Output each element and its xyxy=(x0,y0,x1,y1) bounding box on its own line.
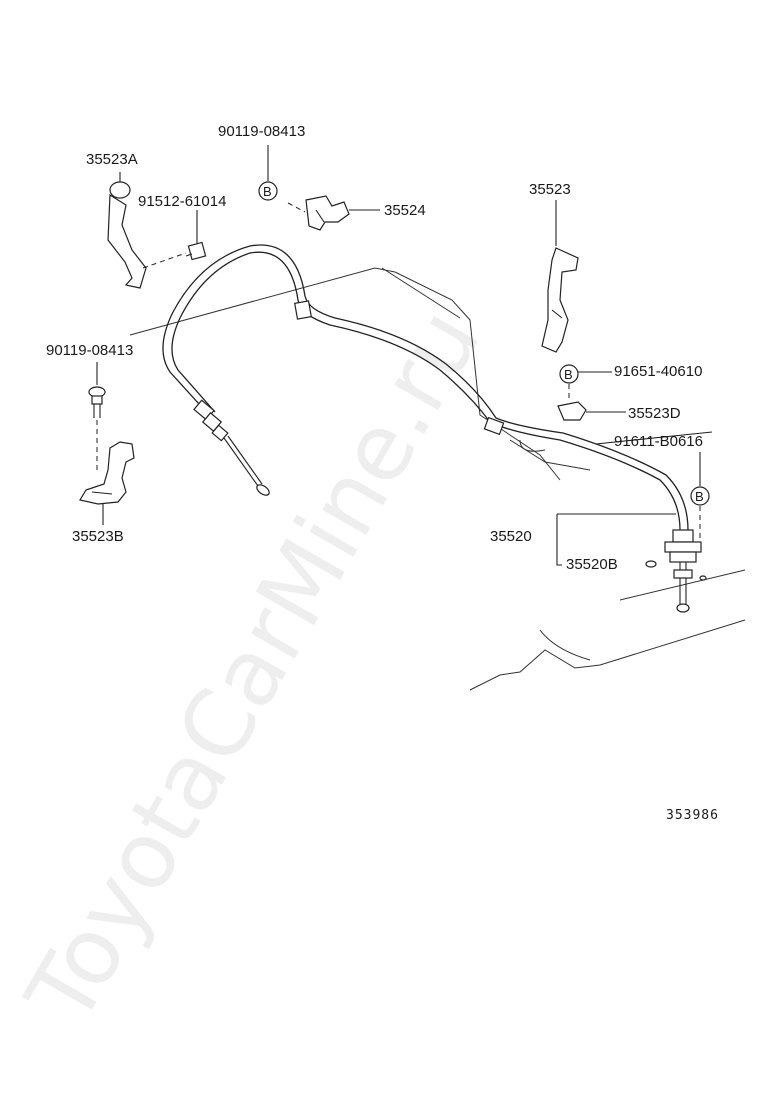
label-35520: 35520 xyxy=(490,528,532,545)
svg-text:B: B xyxy=(564,367,573,382)
label-90119-08413-left: 90119-08413 xyxy=(46,342,133,359)
svg-text:B: B xyxy=(695,489,704,504)
clip-35523d xyxy=(557,401,626,421)
leader-35520 xyxy=(556,513,676,566)
leader-b0616 xyxy=(595,431,713,445)
bracket-35523b xyxy=(79,441,135,505)
marker-b-top: B xyxy=(258,181,278,201)
figure-number: 353986 xyxy=(666,808,719,823)
bracket-35523 xyxy=(541,247,579,353)
watermark: ToyotaCarMine.ru xyxy=(6,291,501,1041)
clip-35520b xyxy=(645,560,657,568)
cable-assembly-35520 xyxy=(162,244,707,613)
label-91611-b0616: 91611-B0616 xyxy=(614,433,703,450)
marker-b-40610: B xyxy=(559,364,579,384)
svg-text:B: B xyxy=(263,184,272,199)
label-35520b: 35520B xyxy=(566,556,618,573)
vehicle-body-outline xyxy=(129,267,746,691)
label-90119-08413-top: 90119-08413 xyxy=(218,123,305,140)
bolt-90119-left xyxy=(88,386,106,418)
label-35523a: 35523A xyxy=(86,151,138,168)
label-35523d: 35523D xyxy=(628,405,681,422)
label-35523: 35523 xyxy=(529,181,571,198)
label-35524: 35524 xyxy=(384,202,426,219)
dash-retainer xyxy=(287,202,306,213)
retainer-35524 xyxy=(305,195,380,231)
label-35523b: 35523B xyxy=(72,528,124,545)
clip-91512-61014 xyxy=(185,210,207,261)
bracket-35523a xyxy=(107,172,187,289)
label-91512-61014: 91512-61014 xyxy=(138,193,226,210)
marker-b-b0616: B xyxy=(690,486,710,506)
label-91651-40610: 91651-40610 xyxy=(614,363,702,380)
